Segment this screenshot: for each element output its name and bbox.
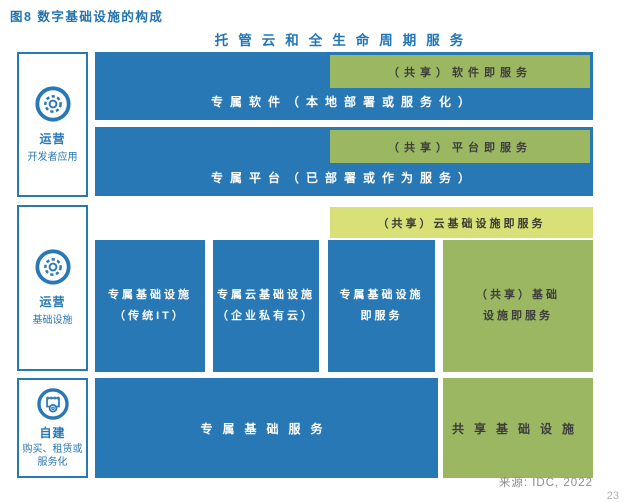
dedicated-basic-services-label: 专属基础服务 bbox=[200, 421, 333, 436]
sidebar-item-title: 自建 bbox=[39, 425, 66, 440]
diagram-header: 托管云和全生命周期服务 bbox=[214, 33, 474, 48]
column-label-line1: 专属基础设施 bbox=[108, 289, 192, 302]
column-shared-iaas: （共享）基础 设施即服务 bbox=[443, 240, 593, 372]
sidebar-item-self-build: 自建 购买、租赁或服务化 bbox=[17, 378, 88, 478]
dedicated-basic-services-box: 专属基础服务 bbox=[95, 378, 438, 478]
figure-title: 图8 数字基础设施的构成 bbox=[10, 10, 164, 24]
source-note: 来源: IDC, 2022 bbox=[498, 477, 593, 489]
column-label-line2: （企业私有云） bbox=[217, 310, 315, 322]
shared-paas-box: （共享）平台即服务 bbox=[330, 130, 590, 163]
column-label-line1: 专属基础设施 bbox=[339, 289, 424, 302]
column-label-line2: 设施即服务 bbox=[483, 310, 553, 322]
sidebar-item-operate-infra: 运营 基础设施 bbox=[17, 205, 88, 371]
column-label-line2: （传统IT） bbox=[114, 310, 186, 322]
gear-icon bbox=[34, 248, 72, 286]
sidebar-item-subtitle: 购买、租赁或服务化 bbox=[22, 443, 83, 469]
shared-saas-box: （共享）软件即服务 bbox=[330, 55, 590, 88]
platform-row: （共享）平台即服务 专属平台（已部署或作为服务） bbox=[95, 127, 593, 196]
shared-infrastructure-box: 共享基础设施 bbox=[443, 378, 593, 478]
shared-infrastructure-label: 共享基础设施 bbox=[451, 421, 584, 436]
dedicated-platform-label: 专属平台（已部署或作为服务） bbox=[210, 171, 477, 185]
column-private-cloud: 专属云基础设施 （企业私有云） bbox=[213, 240, 319, 372]
column-dedicated-iaas: 专属基础设施 即服务 bbox=[328, 240, 435, 372]
sidebar-item-subtitle: 基础设施 bbox=[32, 315, 73, 327]
shared-iaas-bar: （共享）云基础设施即服务 bbox=[330, 207, 593, 238]
column-label-line2: 即服务 bbox=[360, 310, 403, 322]
dedicated-software-label: 专属软件（本地部署或服务化） bbox=[210, 95, 477, 109]
sidebar-item-title: 运营 bbox=[39, 295, 66, 310]
factory-coin-icon bbox=[36, 387, 70, 421]
gear-icon bbox=[34, 85, 72, 123]
column-traditional-it: 专属基础设施 （传统IT） bbox=[95, 240, 205, 372]
column-label-line1: 专属云基础设施 bbox=[217, 289, 315, 302]
sidebar-item-subtitle: 开发者应用 bbox=[27, 151, 78, 163]
software-row: （共享）软件即服务 专属软件（本地部署或服务化） bbox=[95, 52, 593, 120]
page-number: 23 bbox=[606, 490, 619, 502]
sidebar-item-title: 运营 bbox=[39, 131, 66, 146]
column-label-line1: （共享）基础 bbox=[476, 289, 560, 302]
sidebar-item-operate-apps: 运营 开发者应用 bbox=[17, 52, 88, 197]
